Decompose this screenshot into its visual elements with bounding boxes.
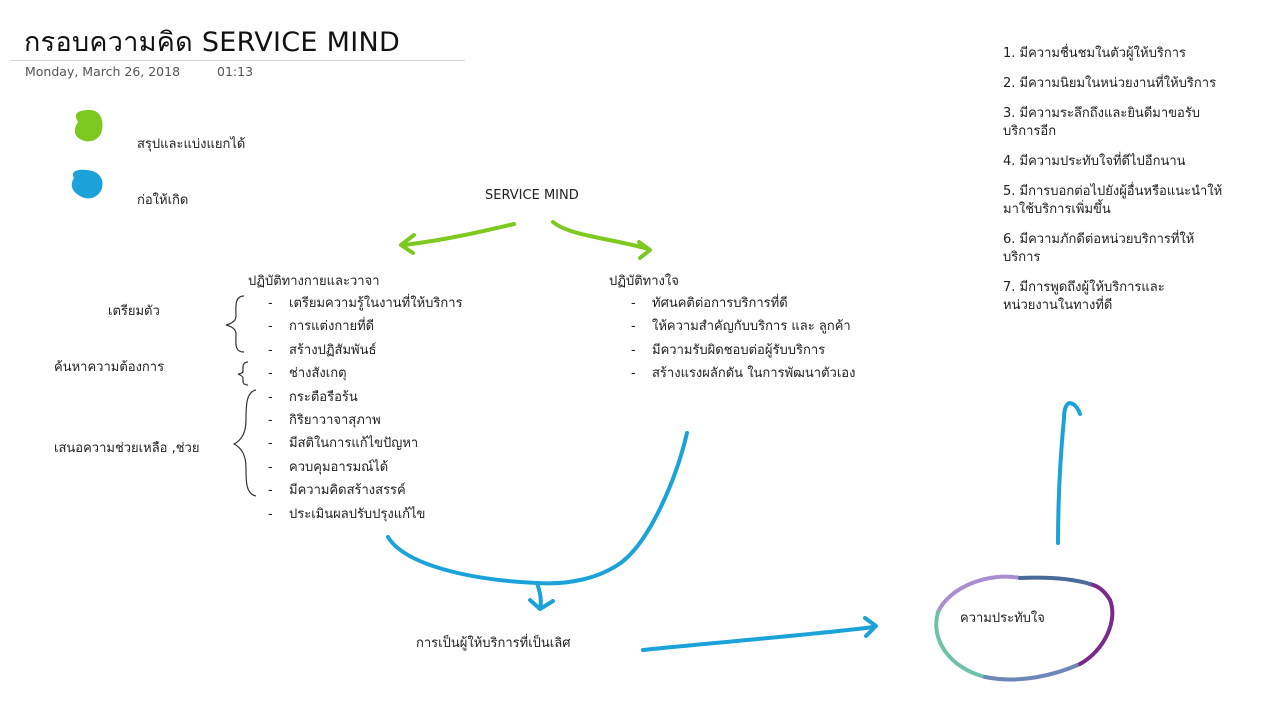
- green-legend-blob: [74, 110, 103, 142]
- title-divider: [10, 60, 465, 61]
- list-item: มีความรับผิดชอบต่อผู้รับบริการ: [631, 339, 855, 363]
- impression-label: ความประทับใจ: [960, 611, 1045, 626]
- blue-flow-left: [386, 535, 539, 585]
- result-label: การเป็นผู้ให้บริการที่เป็นเลิศ: [416, 636, 571, 651]
- blue-flow-right: [535, 431, 689, 586]
- green-arrow-right: [551, 220, 652, 260]
- legend-label-cause: ก่อให้เกิด: [137, 193, 189, 208]
- outcome-item: 6. มีความภักดีต่อหน่วยบริการที่ให้บริการ: [1003, 232, 1195, 265]
- outcome-item: 7. มีการพูดถึงผู้ให้บริการและหน่วยงานในท…: [1003, 280, 1165, 313]
- left-branch-list: เตรียมความรู้ในงานที่ให้บริการ การแต่งกา…: [268, 292, 463, 526]
- right-branch-list: ทัศนคติต่อการบริการที่ดี ให้ความสำคัญกับ…: [631, 292, 855, 386]
- list-item: สร้างแรงผลักดัน ในการพัฒนาตัวเอง: [631, 362, 855, 386]
- center-title: SERVICE MIND: [485, 188, 579, 203]
- list-item: กิริยาวาจาสุภาพ: [268, 409, 463, 433]
- outcomes-list: 1. มีความชื่นชมในตัวผู้ให้บริการ 2. มีคว…: [1003, 45, 1253, 327]
- list-item: มีความคิดสร้างสรรค์: [268, 479, 463, 503]
- brace-find-needs: [237, 361, 249, 386]
- legend-label-summarize: สรุปและแบ่งแยกได้: [137, 137, 246, 152]
- blue-arrow-up: [1056, 401, 1082, 545]
- green-arrow-left: [399, 222, 516, 255]
- list-item: ควบคุมอารมณ์ได้: [268, 456, 463, 480]
- list-item: เตรียมความรู้ในงานที่ให้บริการ: [268, 292, 463, 316]
- blue-arrow-to-impression: [641, 616, 878, 652]
- list-item: ช่างสังเกตุ: [268, 362, 463, 386]
- group-label-find-needs: ค้นหาความต้องการ: [54, 360, 165, 375]
- brace-prepare: [225, 295, 245, 353]
- page-time: 01:13: [217, 64, 254, 79]
- page-title: กรอบความคิด SERVICE MIND: [24, 27, 401, 58]
- outcome-item: 3. มีความระลึกถึงและยินดีมาขอรับบริการอี…: [1003, 106, 1201, 139]
- right-branch-heading: ปฏิบัติทางใจ: [609, 274, 679, 289]
- list-item: มีสติในการแก้ไขปัญหา: [268, 432, 463, 456]
- outcome-item: 5. มีการบอกต่อไปยังผู้อื่นหรือแนะนำให้มา…: [1003, 184, 1223, 217]
- impression-circle: [934, 574, 1115, 682]
- list-item: กระตือรือร้น: [268, 386, 463, 410]
- list-item: สร้างปฏิสัมพันธ์: [268, 339, 463, 363]
- left-branch-heading: ปฏิบัติทางกายและวาจา: [248, 274, 380, 289]
- list-item: ประเมินผลปรับปรุงแก้ไข: [268, 503, 463, 527]
- group-label-prepare: เตรียมตัว: [108, 304, 160, 319]
- list-item: ให้ความสำคัญกับบริการ และ ลูกค้า: [631, 315, 855, 339]
- outcome-item: 1. มีความชื่นชมในตัวผู้ให้บริการ: [1003, 46, 1186, 61]
- page-date: Monday, March 26, 2018: [25, 64, 181, 79]
- list-item: การแต่งกายที่ดี: [268, 315, 463, 339]
- group-label-offer-help: เสนอความช่วยเหลือ ,ช่วย: [54, 441, 200, 456]
- outcome-item: 4. มีความประทับใจที่ดีไปอีกนาน: [1003, 154, 1186, 169]
- blue-legend-blob: [71, 169, 103, 199]
- blue-arrow-down: [528, 581, 555, 611]
- list-item: ทัศนคติต่อการบริการที่ดี: [631, 292, 855, 316]
- brace-offer-help: [232, 389, 257, 497]
- outcome-item: 2. มีความนิยมในหน่วยงานที่ให้บริการ: [1003, 76, 1217, 91]
